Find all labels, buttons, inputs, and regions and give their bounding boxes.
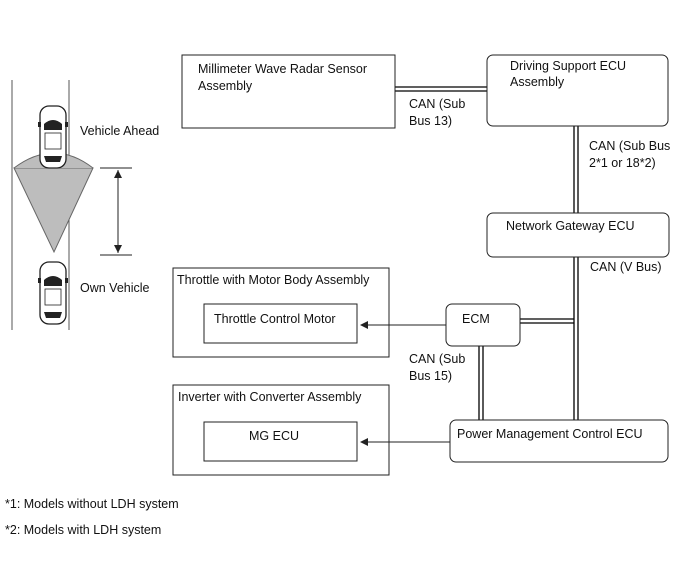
footnote-2: *2: Models with LDH system bbox=[5, 523, 162, 537]
can-sub-bus-13-label-line1: CAN (Sub bbox=[409, 97, 465, 111]
can-sub-bus-2-18-label-line1: CAN (Sub Bus bbox=[589, 139, 670, 153]
driving-support-ecu-box bbox=[486, 54, 669, 127]
radar-sensor-label-line2: Assembly bbox=[198, 79, 253, 93]
driving-support-ecu-label-line2: Assembly bbox=[510, 75, 565, 89]
ecm-label: ECM bbox=[462, 312, 490, 326]
can-bus-lines bbox=[395, 86, 579, 420]
can-v-bus-label: CAN (V Bus) bbox=[590, 260, 662, 274]
vehicle-ahead-label: Vehicle Ahead bbox=[80, 124, 159, 138]
radar-sensor-box bbox=[181, 54, 396, 129]
power-management-control-ecu-label: Power Management Control ECU bbox=[457, 427, 643, 441]
vehicle-ahead-icon bbox=[38, 105, 68, 169]
mg-ecu-box bbox=[203, 421, 358, 462]
throttle-control-motor-label: Throttle Control Motor bbox=[214, 312, 336, 326]
own-vehicle-label: Own Vehicle bbox=[80, 281, 150, 295]
throttle-assembly-label: Throttle with Motor Body Assembly bbox=[177, 273, 370, 287]
can-sub-bus-15-label-line1: CAN (Sub bbox=[409, 352, 465, 366]
throttle-control-motor-box bbox=[203, 303, 358, 344]
can-sub-bus-15-label-line2: Bus 15) bbox=[409, 369, 452, 383]
inverter-assembly-label: Inverter with Converter Assembly bbox=[178, 390, 362, 404]
can-sub-bus-2-18-label-line2: 2*1 or 18*2) bbox=[589, 156, 656, 170]
distance-indicator bbox=[100, 167, 132, 256]
network-gateway-ecu-box bbox=[486, 212, 670, 258]
network-gateway-ecu-label: Network Gateway ECU bbox=[506, 219, 635, 233]
can-sub-bus-13-label-line2: Bus 13) bbox=[409, 114, 452, 128]
radar-detection-cone bbox=[13, 167, 94, 254]
own-vehicle-icon bbox=[38, 261, 68, 325]
footnote-1: *1: Models without LDH system bbox=[5, 497, 179, 511]
radar-sensor-label-line1: Millimeter Wave Radar Sensor bbox=[198, 62, 367, 76]
mg-ecu-label: MG ECU bbox=[249, 429, 299, 443]
driving-support-ecu-label-line1: Driving Support ECU bbox=[510, 59, 626, 73]
power-management-control-ecu-box bbox=[449, 419, 669, 463]
